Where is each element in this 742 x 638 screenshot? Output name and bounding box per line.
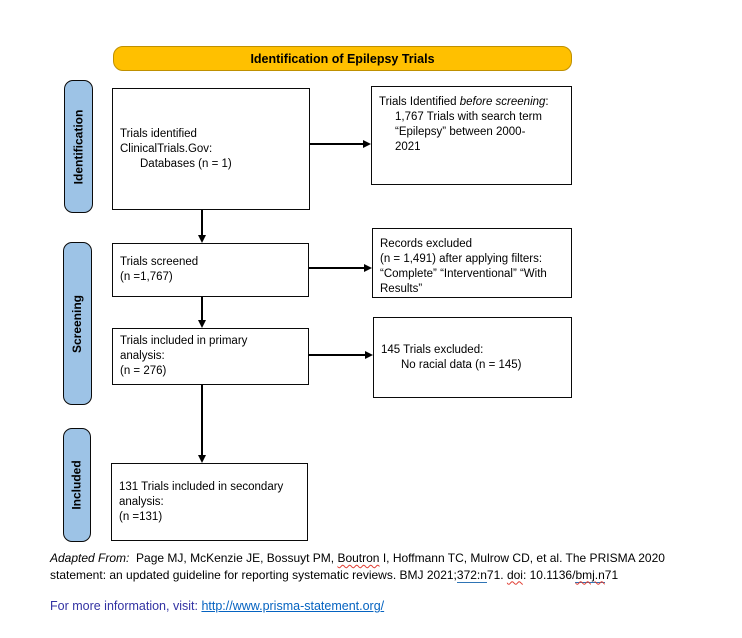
citation-adapted-from: Adapted From: — [50, 551, 130, 565]
stage-included-label: Included — [70, 460, 84, 510]
box-line: 1,767 Trials with search term — [395, 111, 543, 123]
box-line: (n =131) — [119, 510, 163, 523]
box-text-italic: before screening — [459, 96, 546, 108]
box-line: ClinicalTrials.Gov: — [120, 142, 213, 155]
citation-line-2: statement: an updated guideline for repo… — [50, 567, 732, 584]
arrow-screened-to-primary — [197, 297, 206, 328]
box-trials-before-screening: Trials Identified before screening: 1,76… — [371, 86, 572, 185]
box-trials-identified: Trials identified ClinicalTrials.Gov: Da… — [112, 88, 310, 210]
info-prefix: For more information, visit: — [50, 599, 202, 613]
citation-spellcheck-word: doi — [506, 567, 523, 582]
box-secondary-analysis: 131 Trials included in secondary analysi… — [111, 463, 308, 541]
citation-text: : 10.1136/ — [522, 567, 576, 582]
citation-spellcheck-word: bmj.n — [575, 567, 605, 583]
box-line: analysis: — [120, 350, 165, 362]
citation-text: I, Hoffmann TC, Mulrow CD, et al. The PR… — [379, 551, 665, 565]
box-line: No racial data (n = 145) — [401, 358, 522, 371]
stage-included: Included — [63, 428, 91, 542]
stage-screening: Screening — [63, 242, 92, 405]
stage-identification-label: Identification — [71, 109, 86, 184]
info-line: For more information, visit: http://www.… — [50, 599, 384, 613]
box-records-excluded: Records excluded (n = 1,491) after apply… — [372, 228, 572, 298]
box-line: 131 Trials included in secondary — [119, 480, 284, 493]
arrow-screened-to-records-excluded — [309, 263, 372, 272]
box-line: “Complete” “Interventional” “With — [380, 268, 547, 280]
box-line: Trials identified — [120, 127, 197, 140]
box-line: Records excluded — [380, 238, 473, 250]
stage-identification: Identification — [64, 80, 93, 213]
arrow-identified-to-screened — [197, 210, 206, 243]
banner-title: Identification of Epilepsy Trials — [113, 46, 572, 71]
box-line: Trials screened — [120, 256, 199, 268]
prisma-statement-link[interactable]: http://www.prisma-statement.org/ — [201, 599, 385, 613]
box-line: analysis: — [119, 495, 164, 508]
citation-line-1: Adapted From: Page MJ, McKenzie JE, Boss… — [50, 550, 732, 567]
box-trials-screened: Trials screened (n =1,767) — [112, 243, 309, 297]
banner-title-label: Identification of Epilepsy Trials — [250, 51, 435, 66]
box-line: 145 Trials excluded: — [381, 343, 484, 356]
box-line: Results” — [380, 283, 423, 295]
box-line: Databases (n = 1) — [140, 157, 232, 170]
box-line: Trials Identified before screening: — [379, 95, 564, 110]
box-primary-analysis: Trials included in primary analysis: (n … — [112, 328, 309, 385]
box-text: Trials Identified — [379, 96, 460, 108]
citation-text: Page MJ, McKenzie JE, Bossuyt PM, — [129, 551, 338, 565]
box-line: (n =1,767) — [120, 271, 173, 283]
citation-grammar-word: 372:n — [456, 567, 487, 583]
arrow-primary-to-trials-excluded — [308, 350, 373, 359]
citation-spellcheck-word: Boutron — [337, 551, 380, 565]
box-line: “Epilepsy” between 2000- — [395, 126, 526, 138]
arrow-identified-to-before-screening — [310, 139, 371, 148]
box-text: : — [545, 96, 549, 108]
box-line: (n = 1,491) after applying filters: — [380, 253, 543, 265]
stage-screening-label: Screening — [70, 294, 85, 353]
box-line: 2021 — [395, 141, 421, 153]
box-line: (n = 276) — [120, 365, 167, 377]
citation-text: 71. — [486, 567, 507, 582]
citation-text: statement: an updated guideline for repo… — [50, 567, 457, 582]
box-trials-excluded: 145 Trials excluded: No racial data (n =… — [373, 317, 572, 398]
box-line: Trials included in primary — [120, 335, 248, 347]
citation: Adapted From: Page MJ, McKenzie JE, Boss… — [50, 550, 732, 583]
citation-text: 71 — [604, 567, 619, 582]
arrow-primary-to-secondary — [197, 385, 206, 463]
